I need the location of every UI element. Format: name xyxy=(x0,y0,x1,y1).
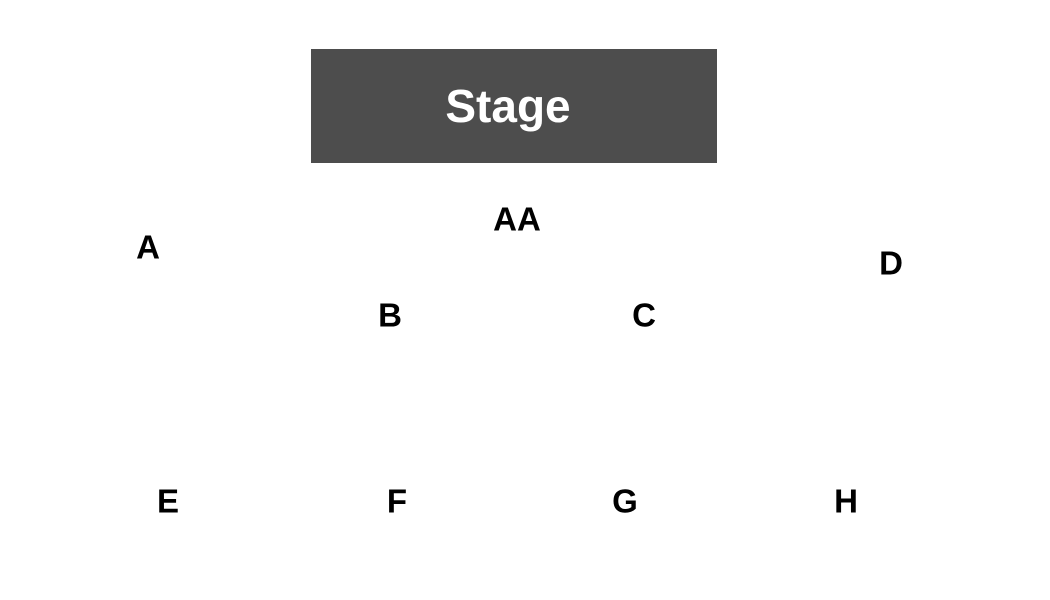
section-c-label[interactable]: C xyxy=(632,296,656,334)
section-f-label[interactable]: F xyxy=(386,482,408,520)
section-d-label[interactable]: D xyxy=(879,244,903,282)
stage-label: Stage xyxy=(445,80,571,132)
stage: Stage xyxy=(311,49,717,163)
section-a-label[interactable]: A xyxy=(136,228,160,266)
section-b-label[interactable]: B xyxy=(378,296,402,334)
section-aa-label[interactable]: AA xyxy=(493,200,541,238)
section-g-label[interactable]: G xyxy=(612,482,638,520)
section-h-label[interactable]: H xyxy=(834,482,858,520)
section-e-label[interactable]: E xyxy=(156,482,180,520)
